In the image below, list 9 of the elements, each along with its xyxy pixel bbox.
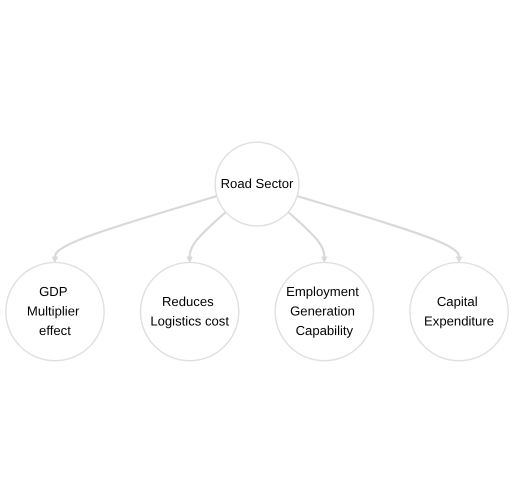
node-circle: GDP Multiplier effect [5, 262, 105, 362]
node-circle: Employment Generation Capability [274, 262, 374, 362]
node-circle: Reduces Logistics cost [140, 262, 240, 362]
arrow [288, 211, 328, 263]
arrow [52, 195, 218, 263]
arrow [186, 211, 226, 263]
arrow [296, 195, 462, 263]
node-circle: Capital Expenditure [409, 262, 509, 362]
node-circle: Road Sector [214, 142, 300, 227]
